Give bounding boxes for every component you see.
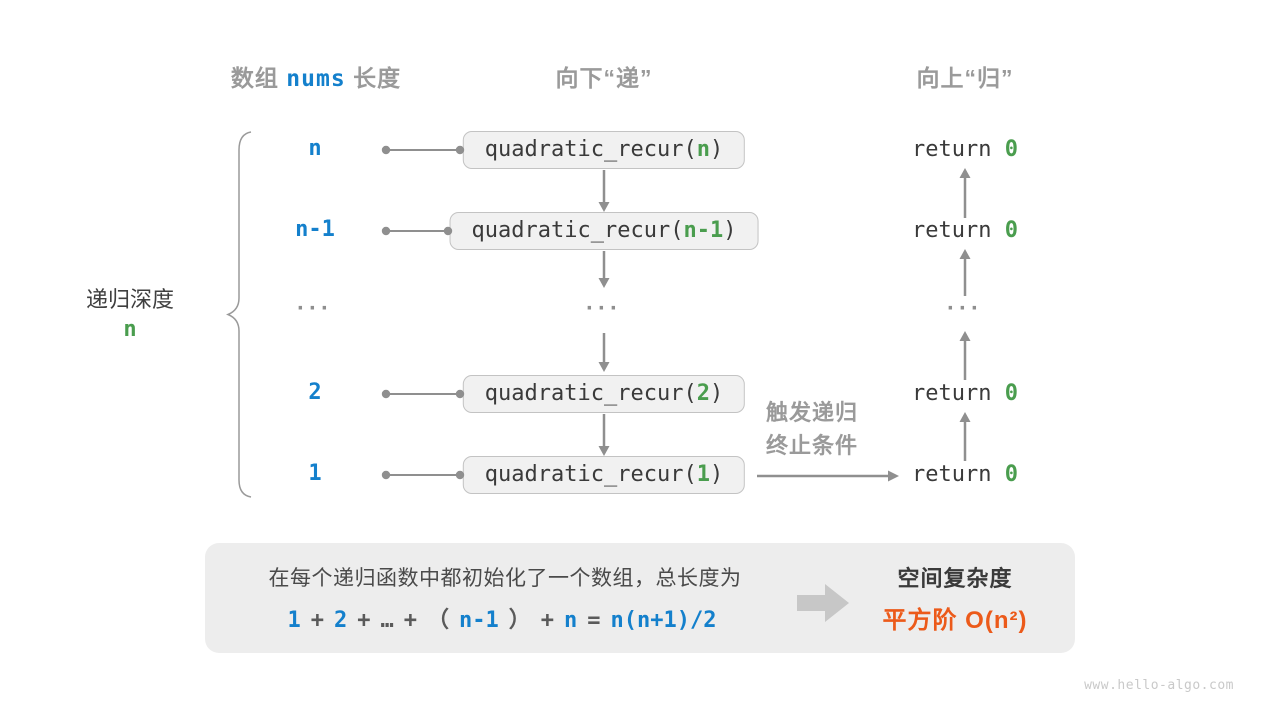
summary-formula: 1 +2 + … + （ n-1 ） + n = n(n+1)/2 — [283, 602, 722, 634]
watermark: www.hello-algo.com — [1084, 678, 1234, 693]
call-ellipsis: ··· — [586, 295, 622, 322]
call-text: quadratic_recur( — [484, 137, 697, 162]
length-label-2: 2 — [308, 380, 322, 405]
formula-token: ） — [508, 608, 531, 633]
formula-token: 2 — [334, 608, 348, 633]
trigger-label-line1: 触发递归 — [765, 400, 859, 425]
call-text: ) — [709, 137, 724, 162]
length-label-1: 1 — [308, 461, 322, 486]
formula-token: n-1 — [459, 608, 499, 633]
return-row-2: return 0 — [912, 218, 1018, 243]
call-text: quadratic_recur( — [484, 462, 697, 487]
return-value: 0 — [1004, 381, 1018, 406]
formula-token: + — [540, 608, 555, 633]
header-array-length: 数组 nums 长度 — [231, 59, 401, 93]
return-value: 0 — [1004, 137, 1018, 162]
complexity-value: 平方阶 O(n²) — [882, 607, 1028, 634]
nums-code-label: nums — [286, 66, 346, 92]
trigger-label-line2: 终止条件 — [765, 433, 859, 458]
return-keyword: return — [912, 462, 1005, 487]
formula-token: n(n+1)/2 — [610, 608, 717, 633]
header-array-pre: 数组 — [230, 65, 279, 91]
header-array-post: 长度 — [353, 65, 402, 91]
depth-brace — [226, 131, 252, 498]
call-arg: n — [696, 137, 710, 162]
call-text: ) — [709, 381, 724, 406]
formula-token: （ — [427, 608, 450, 633]
summary-panel — [205, 543, 1075, 653]
return-row-1: return 0 — [912, 137, 1018, 162]
call-arg: 2 — [696, 381, 710, 406]
length-ellipsis: ··· — [297, 295, 333, 322]
formula-token: n — [564, 608, 578, 633]
call-text: ) — [723, 218, 737, 243]
summary-text: 在每个递归函数中都初始化了一个数组，总长度为 — [268, 567, 742, 590]
return-keyword: return — [912, 218, 1005, 243]
implies-arrow-icon — [797, 584, 849, 622]
call-box-n: quadratic_recur(n) — [462, 131, 746, 169]
header-downward: 向下“递” — [555, 65, 653, 91]
return-ellipsis: ··· — [947, 295, 983, 322]
call-box-1: quadratic_recur(1) — [462, 456, 746, 494]
return-keyword: return — [912, 137, 1005, 162]
return-row-3: return 0 — [912, 381, 1018, 406]
formula-token: = — [587, 608, 601, 633]
length-label-n: n — [308, 136, 322, 161]
call-box-n-1: quadratic_recur(n-1) — [449, 212, 759, 250]
label-connectors — [381, 145, 465, 480]
complexity-title: 空间复杂度 — [897, 566, 1013, 591]
formula-token: … — [380, 608, 394, 633]
formula-token: + — [357, 608, 371, 633]
call-text: quadratic_recur( — [484, 381, 697, 406]
return-row-4: return 0 — [912, 462, 1018, 487]
depth-label-title: 递归深度 — [85, 287, 175, 312]
formula-token: 1 — [287, 608, 301, 633]
return-value: 0 — [1004, 218, 1018, 243]
formula-token: + — [310, 608, 324, 633]
formula-token: + — [403, 608, 417, 633]
return-keyword: return — [912, 381, 1005, 406]
call-arg: 1 — [696, 462, 710, 487]
base-case-arrow — [757, 470, 899, 482]
return-value: 0 — [1004, 462, 1018, 487]
call-box-2: quadratic_recur(2) — [462, 375, 746, 413]
depth-label-value: n — [123, 317, 137, 342]
length-label-n-1: n-1 — [295, 217, 335, 242]
call-text: ) — [709, 462, 724, 487]
call-arg: n-1 — [683, 218, 724, 243]
call-text: quadratic_recur( — [471, 218, 684, 243]
header-upward: 向上“归” — [916, 65, 1014, 91]
